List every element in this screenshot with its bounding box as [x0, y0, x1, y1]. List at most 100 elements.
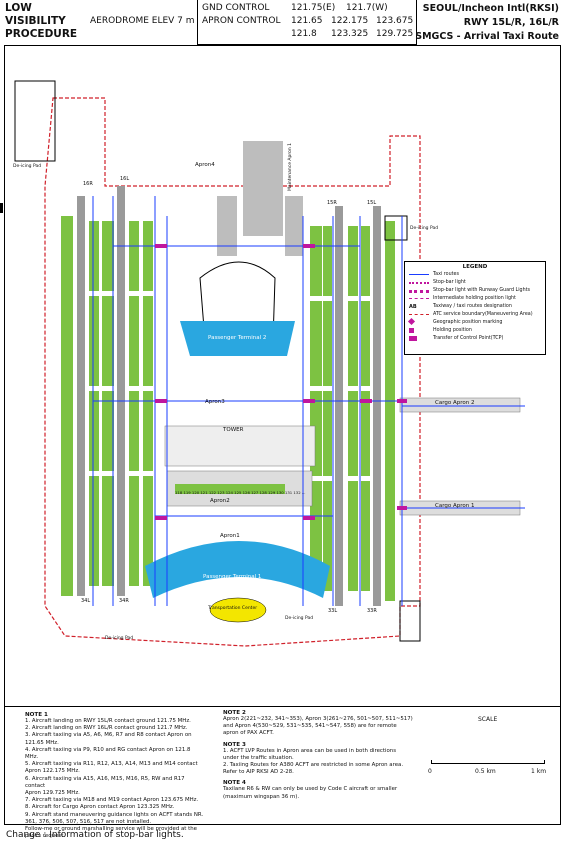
apron3-area: [164, 425, 316, 467]
apron2-green-strip: [175, 484, 285, 494]
taxi-routes: [92, 196, 525, 606]
note2-line: and Apron 4(530~529, 531~535, 541~547, 5…: [223, 723, 397, 730]
procedure-title-line1: LOW: [5, 2, 32, 14]
note3-title: NOTE 3: [223, 741, 246, 748]
legend-item-holding: Holding position: [433, 328, 472, 333]
runway-15l: [373, 206, 381, 606]
square-icon: [409, 328, 414, 333]
freq-gnd-west: 121.7(W): [346, 3, 388, 13]
transportation-center: [209, 597, 267, 623]
terminal1: [145, 541, 330, 598]
apron1-label: Apron1: [220, 533, 240, 539]
aerodrome-elevation: AERODROME ELEV 7 m: [90, 16, 195, 26]
rwy-end-15r: 15R: [327, 200, 337, 206]
deicing-label-ne: De-icing Pad: [410, 226, 439, 231]
cargo-apron1-label: Cargo Apron 1: [435, 503, 475, 509]
note4-title: NOTE 4: [223, 780, 246, 787]
terminal1-label: Passenger Terminal 1: [203, 574, 262, 580]
note1-line: pilot's request.: [25, 833, 66, 840]
tcp-icon: [409, 336, 417, 341]
freq-apron-2: 122.175: [331, 16, 369, 26]
tower-label: TOWER: [223, 427, 244, 433]
scale-tick-half: 0.5 km: [475, 768, 496, 775]
frequency-box: GND CONTROL 121.75(E) 121.7(W) APRON CON…: [197, 0, 417, 45]
legend-item-stop-bar-rgl: Stop-bar light with Runway Guard Lights: [433, 288, 531, 293]
rwy-end-16r: 16R: [83, 181, 93, 187]
change-note: Change : Information of stop-bar lights.: [6, 830, 184, 840]
note1-title: NOTE 1: [25, 712, 48, 718]
rwy-end-16l: 16L: [120, 176, 130, 182]
note1-line: 3. Aircraft taxiing via A5, A6, M6, R7 a…: [25, 732, 192, 746]
aerodrome-map: 16R 16L 15R 15L 34L 34R 33L 33R Apron4 A…: [4, 45, 561, 707]
note2-line: apron of PAX ACFT.: [223, 730, 274, 737]
runway-16r: [77, 196, 85, 596]
rwy-end-15l: 15L: [367, 200, 377, 206]
note1-line: 361, 376, 506, 507, 516, 517 are not ins…: [25, 818, 152, 825]
terminal2-label: Passenger Terminal 2: [208, 335, 267, 341]
freq-apron-1: 121.65: [291, 16, 323, 26]
deicing-pad-se: [399, 600, 421, 642]
maintenance-hangars: [243, 141, 283, 236]
note4-line: (maximum wingspan 36 m).: [223, 793, 300, 800]
terminal2: [180, 321, 295, 356]
note1-line: 5. Aircraft taxiing via R11, R12, A13, A…: [25, 761, 198, 768]
freq-apron-3: 123.675: [376, 16, 414, 26]
procedure-title-line3: PROCEDURE: [5, 28, 78, 40]
legend-sym-intermediate: [409, 298, 429, 305]
note1-line: Apron 129.725 MHz.: [25, 790, 80, 797]
note1-line: 2. Aircraft landing on RWY 16L/R contact…: [25, 725, 188, 732]
freq-apron-5: 123.325: [331, 29, 369, 39]
cargo-apron2: [399, 397, 521, 413]
note1: NOTE 1 1. Aircraft landing on RWY 15L/R …: [25, 712, 205, 840]
scale-line: [431, 760, 545, 764]
runway-16l: [117, 186, 125, 596]
rwy-end-33r: 33R: [367, 608, 377, 614]
legend-title: LEGEND: [462, 264, 488, 270]
freq-apron-label: APRON CONTROL: [202, 16, 281, 26]
apron2-label: Apron2: [210, 498, 230, 504]
note1-line: 1. Aircraft landing on RWY 15L/R contact…: [25, 718, 191, 724]
atc-boundary: [44, 97, 421, 647]
note2-line: Apron 2(221~232, 341~353), Apron 3(261~2…: [223, 716, 413, 722]
note1-line: 8. Aircraft for Cargo Apron contact Apro…: [25, 804, 175, 811]
note3-line: Refer to AIP RKSI AD 2-28.: [223, 769, 294, 776]
note2: NOTE 2 Apron 2(221~232, 341~353), Apron …: [223, 710, 423, 801]
legend-item-designation: Taxiway / taxi routes designation: [433, 304, 512, 309]
stand-numbers-row: 118 119 120 121 122 123 124 125 126 127 …: [175, 490, 306, 495]
runway-list: RWY 15L/R, 16L/R: [463, 17, 559, 28]
apron4-stands: [217, 196, 237, 256]
scale-title: SCALE: [478, 716, 498, 723]
deicing-label-sw: De-icing Pad: [105, 636, 134, 641]
scale-bar: SCALE 0 0.5 km 1 km: [423, 706, 553, 781]
legend: LEGEND Taxi routes Stop-bar light Stop-b…: [404, 261, 546, 355]
note1-line: 7. Aircraft taxiing via M18 and M19 cont…: [25, 797, 199, 804]
procedure-title: LOW VISIBILITY PROCEDURE: [5, 2, 77, 41]
note1-line: 9. Aircraft stand maneuvering guidance l…: [25, 811, 204, 818]
legend-sym-taxi-route: [409, 274, 429, 281]
note1-line: Apron 122.175 MHz.: [25, 768, 80, 775]
map-graphic: [14, 80, 525, 647]
rwy-end-34l: 34L: [81, 598, 91, 604]
page-edge-mark: [0, 203, 3, 213]
legend-item-taxi-routes: Taxi routes: [433, 272, 459, 277]
deicing-label-nw: De-icing Pad: [13, 164, 42, 169]
note3-line: 1. ACFT LVP Routes in Apron area can be …: [223, 747, 397, 754]
legend-sym-stop-bar: [409, 282, 429, 290]
chart-header-right: SEOUL/Incheon Intl(RKSI) RWY 15L/R, 16L/…: [415, 2, 559, 44]
transportation-center-label: Transportation Center: [208, 606, 258, 611]
airport-name: SEOUL/Incheon Intl(RKSI): [422, 3, 559, 14]
chart-name: SMGCS - Arrival Taxi Route: [415, 31, 559, 42]
apron4-label: Apron4: [195, 162, 215, 168]
legend-item-tcp: Transfer of Control Point(TCP): [433, 336, 504, 341]
scale-tick-1: 1 km: [531, 768, 547, 775]
deicing-pad-nw: [14, 80, 56, 162]
legend-sym-designation: AB: [409, 304, 417, 310]
note1-line: 4. Aircraft taxiing via P9, R10 and RG c…: [25, 746, 191, 761]
scale-tick-0: 0: [428, 768, 432, 775]
note1-line: Follow-me or ground marshalling service …: [25, 826, 197, 833]
grass-areas-west: [61, 216, 153, 596]
notes-panel: NOTE 1 1. Aircraft landing on RWY 15L/R …: [4, 706, 561, 839]
rwy-end-34r: 34R: [119, 598, 129, 604]
legend-sym-atc-boundary: [409, 314, 429, 321]
freq-apron-6: 129.725: [376, 29, 414, 39]
